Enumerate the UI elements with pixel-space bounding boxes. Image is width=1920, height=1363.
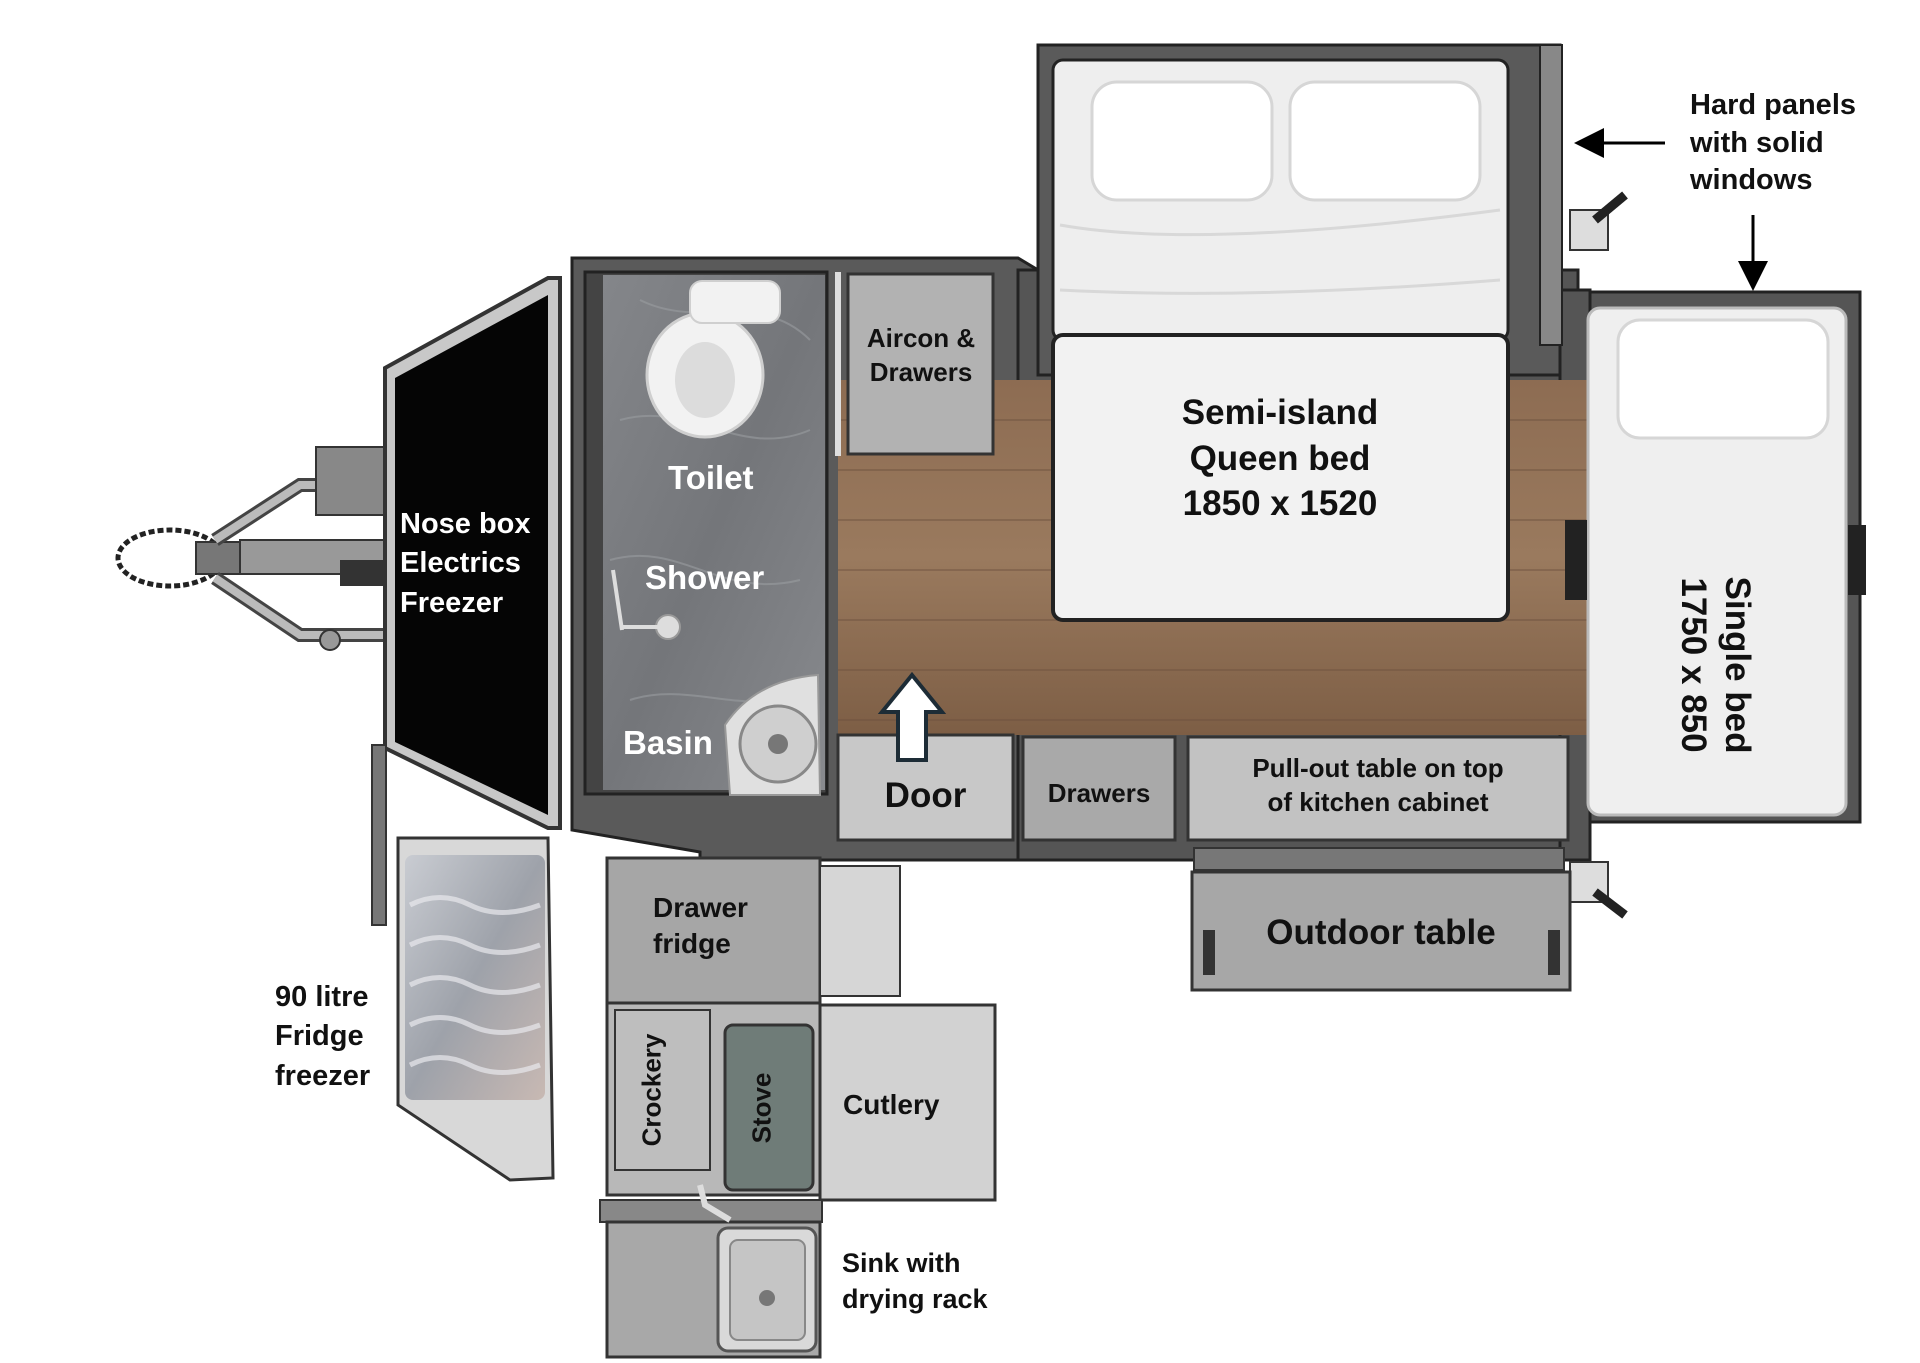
basin-label: Basin <box>623 724 713 761</box>
drawer-fridge-label: Drawer fridge <box>653 892 748 960</box>
pod-handle-bottom <box>1569 861 1628 919</box>
single-bed-label: Single bed 1750 x 850 <box>1674 576 1757 754</box>
pod-handle-top <box>1569 191 1628 251</box>
single-bed <box>1565 306 1866 817</box>
drawers <box>1021 735 1177 842</box>
kitchen <box>599 856 997 1359</box>
pullout-table-label: Pull-out table on top of kitchen cabinet <box>1252 753 1504 817</box>
crockery-label: Crockery <box>636 1033 667 1147</box>
stove-top <box>723 1023 815 1192</box>
fridge-freezer-label: 90 litre Fridge freezer <box>275 981 371 1092</box>
nose-box <box>383 276 562 830</box>
nose-box-label: Nose box Electrics Freezer <box>400 508 531 619</box>
entry-arrow-icon <box>877 671 947 762</box>
toilet-label: Toilet <box>668 459 754 496</box>
queen-bed-label: Semi-island Queen bed 1850 x 1520 <box>1181 393 1379 523</box>
drawbar <box>115 446 395 651</box>
queen-bed <box>1051 58 1510 622</box>
drawers-label: Drawers <box>1047 778 1151 808</box>
hard-panels-label: Hard panels with solid windows <box>1690 89 1856 197</box>
bathroom <box>583 270 829 796</box>
cutlery-label: Cutlery <box>843 1089 940 1120</box>
outdoor-table <box>1190 847 1572 992</box>
sink-label: Sink with drying rack <box>842 1248 988 1315</box>
fridge-freezer-slide <box>371 744 555 1182</box>
outdoor-table-label: Outdoor table <box>1266 913 1496 952</box>
kitchen-cabinet <box>1186 735 1570 842</box>
shower-label: Shower <box>645 559 765 596</box>
aircon-drawers <box>846 272 995 456</box>
door-label: Door <box>884 776 967 815</box>
stove-label: Stove <box>746 1072 777 1144</box>
aircon-drawers-label: Aircon & Drawers <box>866 323 976 387</box>
